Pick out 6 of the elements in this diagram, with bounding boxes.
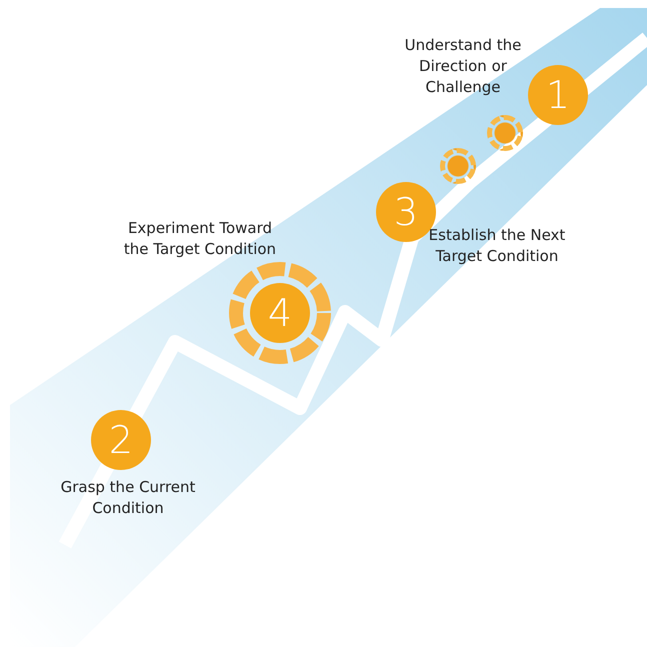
step-caption: Establish the Next Target Condition	[428, 225, 566, 267]
cycle-circle	[487, 115, 523, 151]
step-caption: Experiment Toward the Target Condition	[122, 218, 278, 260]
step-caption: Understand the Direction or Challenge	[404, 35, 522, 98]
step-caption: Grasp the Current Condition	[60, 477, 196, 519]
cycle-circle	[440, 148, 476, 184]
